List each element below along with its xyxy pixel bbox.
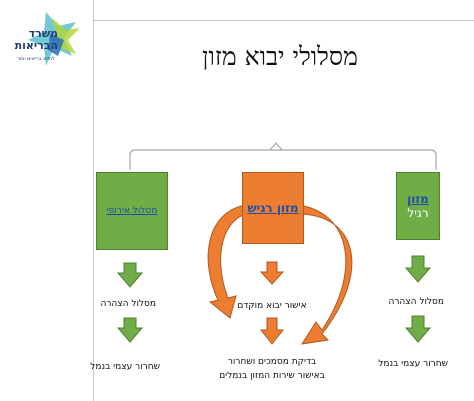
frame-line <box>93 0 94 401</box>
down-arrow-right-1 <box>404 255 432 283</box>
down-arrow-mid-2 <box>259 317 285 345</box>
down-arrow-left-1 <box>116 262 144 288</box>
down-arrow-left-2 <box>116 317 144 343</box>
diagram-title: מסלולי יבוא מזון <box>202 42 358 71</box>
track-box-organic: מסלול אירופי <box>96 172 168 250</box>
curved-arrow-left <box>207 204 247 319</box>
track-label-sensitive: מזון רגיש <box>247 201 299 215</box>
top-bracket <box>129 149 437 170</box>
frame-line-top <box>93 20 474 21</box>
down-arrow-mid-1 <box>259 261 285 285</box>
right-declaration-text: מסלול הצהרה <box>388 297 444 307</box>
mid-check-line1: בדיקת מסמכים ושחרור <box>227 357 317 367</box>
track-label-organic: מסלול אירופי <box>106 206 158 216</box>
right-release-text: שחרור עצמי בנמל <box>378 359 448 369</box>
down-arrow-right-2 <box>404 315 432 343</box>
left-declaration-text: מסלול הצהרה <box>100 299 156 309</box>
bracket-notch <box>269 142 283 151</box>
logo-tagline: לחיים בריאים יותר <box>16 56 56 62</box>
curved-arrow-right <box>297 204 353 345</box>
logo-name: משרד הבריאות <box>14 27 58 52</box>
mid-check-line2: באישור שירות המזון בנמלים <box>219 371 325 381</box>
mid-approval-text: אישור יבוא מוקדם <box>237 301 307 311</box>
track-box-regular: מזון רגיל <box>396 172 440 240</box>
left-release-text: שחרור עצמי בנמל <box>90 362 160 372</box>
track-label-regular: מזון <box>407 192 429 206</box>
track-label-regular-2: רגיל <box>407 206 429 220</box>
track-box-sensitive: מזון רגיש <box>242 172 304 244</box>
logo-star-icon <box>28 12 80 66</box>
ministry-logo <box>6 4 84 74</box>
